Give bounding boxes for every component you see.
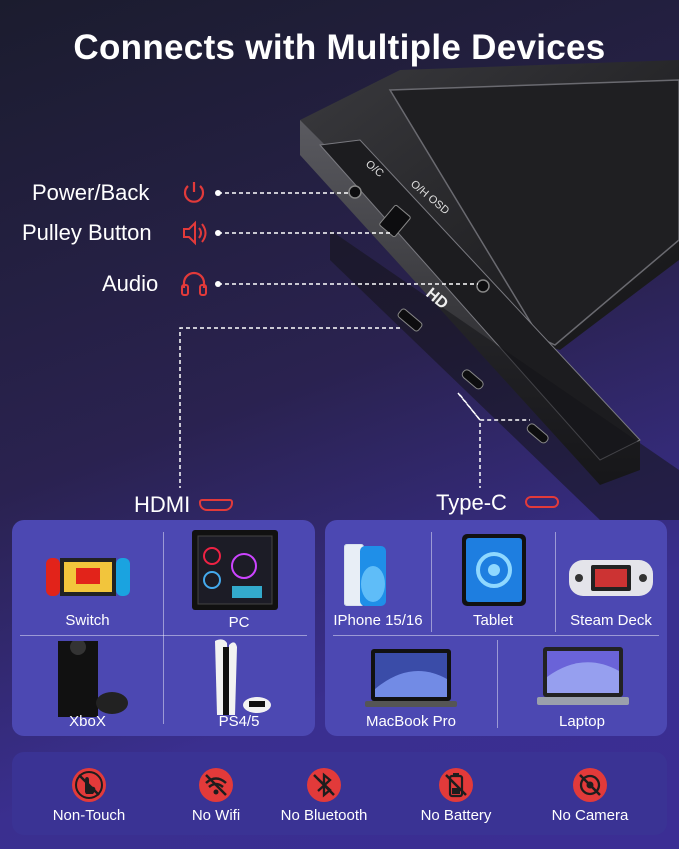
typec-port-2 (526, 423, 549, 444)
pulley-wheel (379, 204, 411, 238)
device-switch: Switch (12, 520, 163, 635)
device-label: Tablet (472, 612, 514, 629)
power-icon (183, 182, 205, 203)
feature-no-battery: No Battery (416, 752, 496, 835)
device-label: PS4/5 (218, 713, 260, 730)
laptop-icon (365, 649, 457, 707)
feature-no-camera: No Camera (550, 752, 630, 835)
typec-port-1 (461, 369, 484, 390)
device-laptop: Laptop (497, 635, 667, 736)
device-iphone: IPhone 15/16 (325, 520, 431, 635)
device-ps: PS4/5 (163, 635, 315, 736)
callout-pulley: Pulley Button (22, 220, 152, 245)
no-bluetooth-icon (307, 768, 341, 802)
device-pc: PC (163, 520, 315, 635)
power-port (348, 185, 362, 199)
feature-no-bluetooth: No Bluetooth (281, 752, 367, 835)
device-label: Switch (65, 612, 110, 629)
page-title: Connects with Multiple Devices (73, 28, 606, 67)
pc-tower-icon (192, 530, 278, 610)
speaker-icon (183, 220, 207, 246)
device-xbox: XboX (12, 635, 163, 736)
handheld-icon (569, 560, 653, 596)
no-wifi-icon (199, 768, 233, 802)
device-label: IPhone 15/16 (333, 612, 423, 629)
xbox-icon (58, 641, 128, 717)
feature-non-touch: Non-Touch (49, 752, 129, 835)
no-touch-icon (72, 768, 106, 802)
hdmi-port (397, 308, 423, 332)
typec-port-icon (525, 496, 559, 508)
device-label: Steam Deck (570, 612, 652, 629)
device-label: MacBook Pro (365, 713, 457, 730)
feature-bar: Non-Touch No Wifi No Bluetooth No Batter… (12, 752, 667, 835)
feature-label: No Battery (420, 807, 492, 824)
device-label: XboX (69, 713, 106, 730)
audio-port (476, 279, 490, 293)
feature-label: No Wifi (191, 807, 241, 824)
laptop-icon (537, 647, 629, 705)
device-tablet: Tablet (431, 520, 555, 635)
headphones-icon (181, 271, 207, 296)
screen-shadow (330, 230, 679, 520)
playstation-icon (215, 639, 271, 715)
device-label: PC (228, 614, 250, 631)
hdmi-port-icon (199, 499, 233, 511)
phone-icon (344, 544, 386, 606)
monitor-illustration: O/C O/H OSD HD (179, 60, 679, 520)
callout-audio: Audio (102, 271, 159, 296)
game-console-icon (46, 558, 130, 596)
device-label: Laptop (559, 713, 605, 730)
no-battery-icon (439, 768, 473, 802)
feature-label: No Camera (551, 807, 629, 824)
back-plate (388, 79, 679, 346)
typec-label: Type-C (436, 490, 507, 515)
device-macbook: MacBook Pro (325, 635, 497, 736)
feature-no-wifi: No Wifi (176, 752, 256, 835)
tablet-icon (462, 534, 526, 606)
device-steam-deck: Steam Deck (555, 520, 667, 635)
hdmi-devices-panel: Switch PC XboX PS4/5 (12, 520, 315, 736)
feature-label: No Bluetooth (280, 807, 368, 824)
callout-power: Power/Back (32, 180, 150, 205)
feature-label: Non-Touch (52, 807, 126, 824)
no-camera-icon (573, 768, 607, 802)
typec-devices-panel: IPhone 15/16 Tablet Steam Deck MacBook P… (325, 520, 667, 736)
hdmi-label: HDMI (134, 492, 191, 517)
